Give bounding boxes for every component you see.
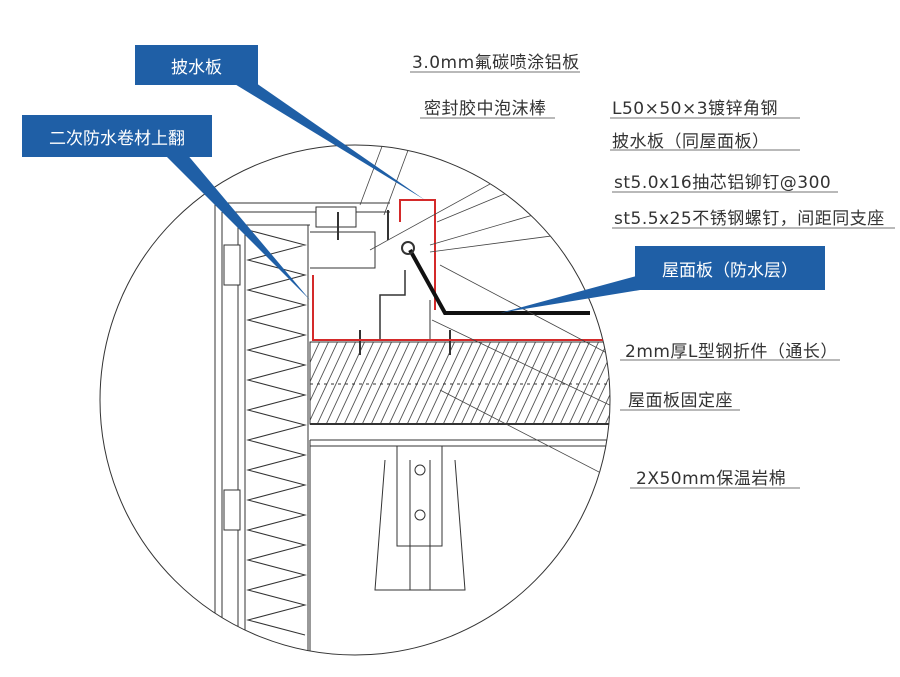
label-flashing-same: 披水板（同屋面板） <box>612 132 770 152</box>
seam-roll <box>401 241 415 255</box>
callout-roof-panel: 屋面板（防水层） <box>635 246 825 290</box>
vertical-insulation <box>244 225 309 655</box>
angle-steel <box>310 231 376 269</box>
callout-flashing: 披水板 <box>135 45 258 85</box>
waterproof-membrane <box>312 199 610 341</box>
label-screw: st5.5x25不锈钢螺钉，间距同支座 <box>614 209 885 229</box>
wall-frame <box>214 202 390 655</box>
leader-lines <box>359 145 610 489</box>
label-panel-seat: 屋面板固定座 <box>628 391 733 411</box>
purlin-bracket <box>374 445 466 591</box>
roof-panel <box>408 249 590 315</box>
roof-insulation <box>309 341 610 655</box>
label-l-steel: 2mm厚L型钢折件（通长） <box>625 342 838 362</box>
callout-pointers <box>150 72 640 313</box>
label-angle-steel: L50×50×3镀锌角钢 <box>612 99 779 119</box>
callout-secondary-waterproof: 二次防水卷材上翻 <box>22 115 212 157</box>
label-underlines <box>410 71 895 489</box>
l-steel-piece <box>379 270 406 340</box>
screws <box>337 210 451 355</box>
label-sealant: 密封胶中泡沫棒 <box>424 99 547 119</box>
label-rivet: st5.0x16抽芯铝铆钉@300 <box>614 173 832 193</box>
label-aluminum-panel: 3.0mm氟碳喷涂铝板 <box>412 53 580 73</box>
label-rock-wool: 2X50mm保温岩棉 <box>636 469 787 489</box>
